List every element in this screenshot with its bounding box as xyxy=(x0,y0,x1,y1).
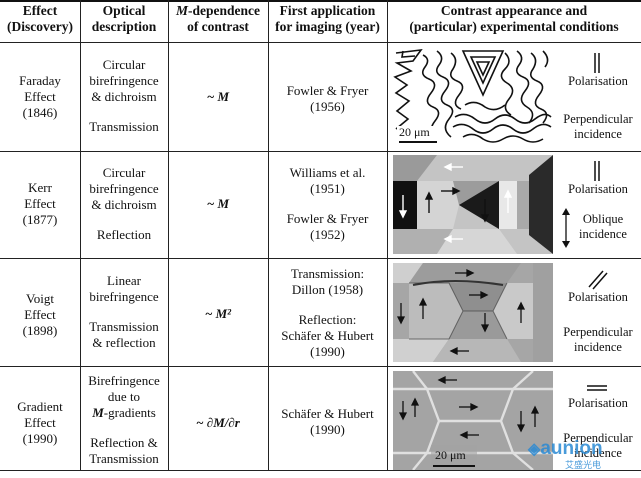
voigt-polarisation-label: Polarisation xyxy=(568,290,628,304)
mdep-voigt: ~ M² xyxy=(204,306,232,321)
first-gradient: Schäfer & Hubert(1990) xyxy=(281,406,374,437)
aunion-watermark-subtitle: 艾盛光电 xyxy=(565,460,602,470)
col-rule-3 xyxy=(268,0,269,470)
table-top-rule xyxy=(0,0,641,2)
col-rule-4 xyxy=(387,0,388,470)
first-voigt: Transmission:Dillon (1958) Reflection:Sc… xyxy=(281,266,374,359)
gradient-domain-image: 20 μm xyxy=(393,371,553,470)
voigt-domain-image xyxy=(393,263,553,362)
row-rule-1 xyxy=(0,151,641,152)
aunion-watermark-logo: ◈aunion xyxy=(528,438,603,459)
table-bottom-rule xyxy=(0,470,641,471)
mdep-gradient: ~ ∂M/∂r xyxy=(196,415,240,430)
header-effect: Effect(Discovery) xyxy=(7,3,73,34)
row-rule-2 xyxy=(0,258,641,259)
gradient-scale-label: 20 μm xyxy=(435,448,466,462)
mdep-faraday: ~ M xyxy=(206,89,230,104)
polarisation-parallel-icon xyxy=(594,53,600,73)
polarisation-parallel-icon xyxy=(594,161,600,181)
col-rule-2 xyxy=(168,0,169,470)
polarisation-diagonal-icon xyxy=(588,270,608,290)
polarisation-horizontal-icon xyxy=(587,385,607,391)
faraday-domain-image: 20 μm xyxy=(393,47,553,146)
faraday-polarisation-label: Polarisation xyxy=(568,74,628,88)
kerr-domain-image xyxy=(393,155,553,254)
first-faraday: Fowler & Fryer(1956) xyxy=(286,83,369,114)
row-rule-3 xyxy=(0,366,641,367)
gradient-polarisation-label: Polarisation xyxy=(568,396,628,410)
header-rule xyxy=(0,42,641,43)
kerr-polarisation-label: Polarisation xyxy=(568,182,628,196)
mdep-kerr: ~ M xyxy=(206,196,230,211)
faraday-scale-label: 20 μm xyxy=(399,125,430,139)
first-kerr: Williams et al.(1951) Fowler & Fryer(195… xyxy=(286,165,369,242)
oblique-incidence-arrow-icon xyxy=(562,208,570,248)
header-contrast: Contrast appearance and(particular) expe… xyxy=(409,3,619,34)
col-rule-1 xyxy=(80,0,81,470)
